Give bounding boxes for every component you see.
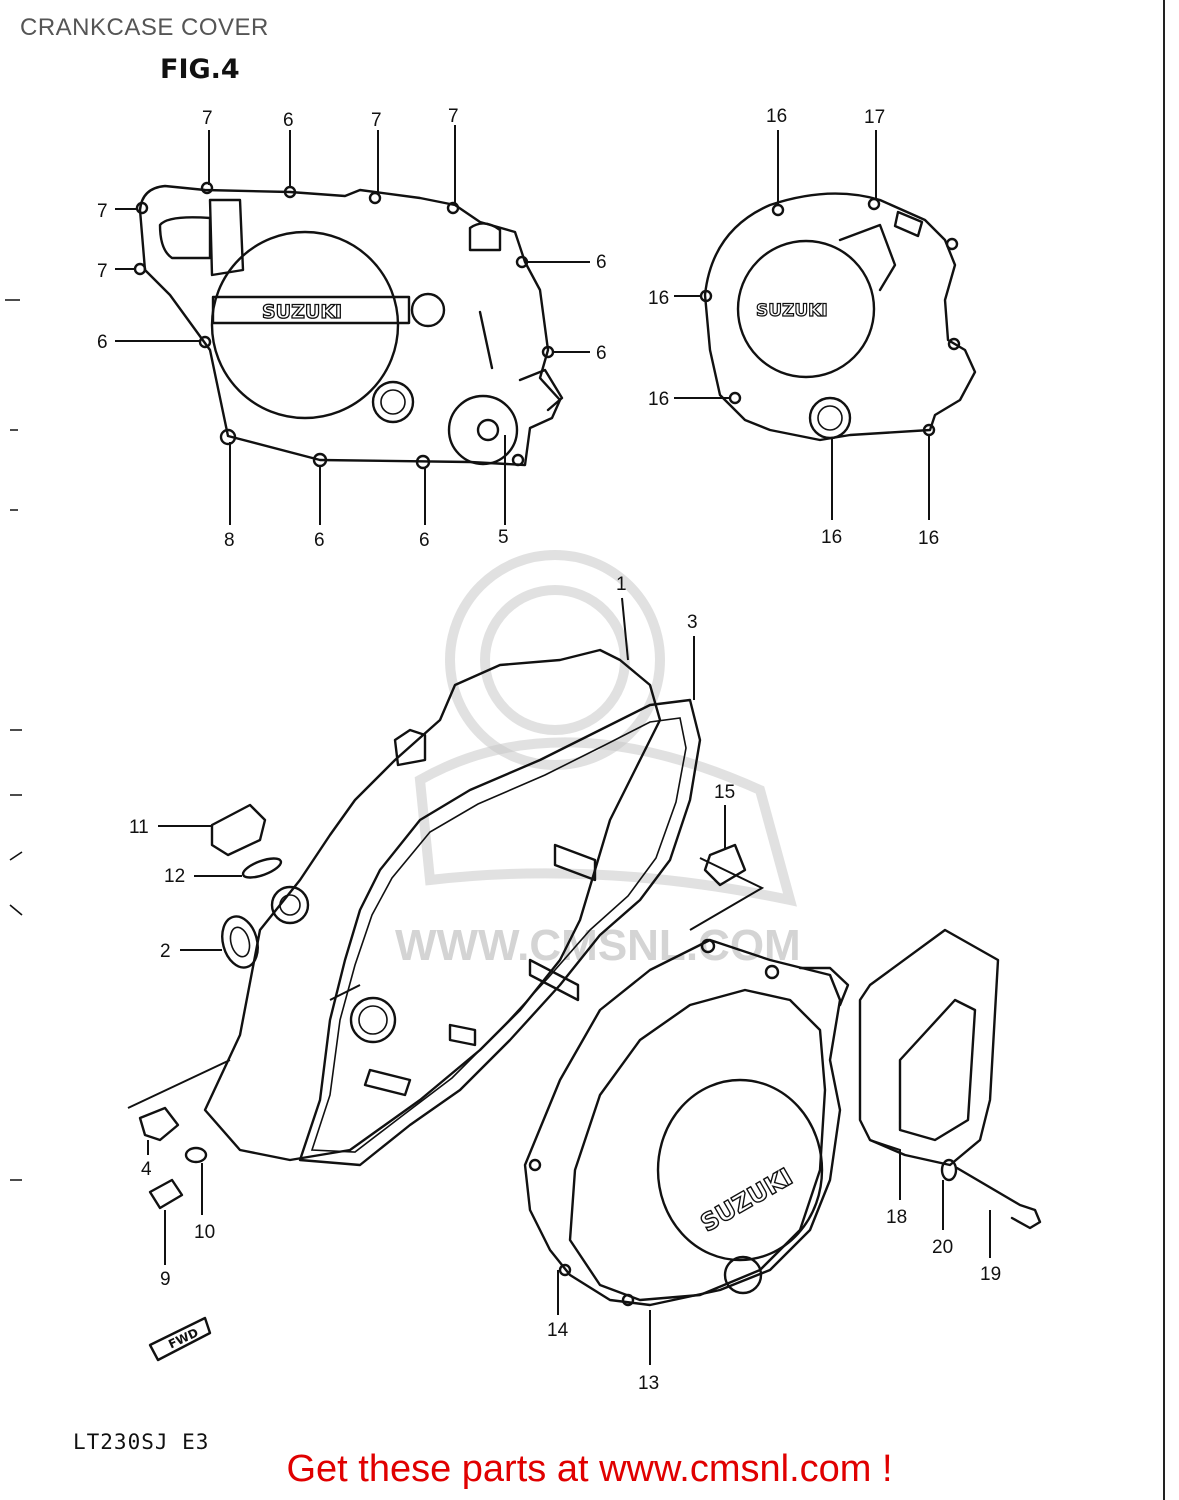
small-parts-drawing: FWD <box>138 803 1042 1362</box>
page-title: CRANKCASE COVER <box>20 14 269 41</box>
callout-16: 16 <box>821 527 842 548</box>
model-code: LT230SJ E3 <box>73 1430 210 1454</box>
callout-6: 6 <box>97 332 108 353</box>
right-crankcase-cover-drawing: SUZUKI <box>523 938 850 1307</box>
callout-16: 16 <box>648 389 669 410</box>
callout-6: 6 <box>596 252 607 273</box>
washer-part <box>184 1146 208 1164</box>
callout-5: 5 <box>498 527 509 548</box>
dowel-pin-part <box>138 1106 180 1142</box>
watermark-logo: WWW.CMSNL.COM <box>395 550 801 970</box>
callout-7: 7 <box>448 106 459 127</box>
callout-18: 18 <box>886 1207 907 1228</box>
callout-16: 16 <box>918 528 939 549</box>
callout-11: 11 <box>129 817 149 838</box>
callout-10: 10 <box>194 1222 215 1243</box>
suzuki-logo-magneto: SUZUKI <box>756 301 828 321</box>
callout-labels: 7 6 7 7 7 7 6 6 6 8 6 6 5 16 17 16 16 16… <box>97 106 1001 1394</box>
callout-19: 19 <box>980 1264 1001 1285</box>
callout-14: 14 <box>547 1320 569 1341</box>
callout-7: 7 <box>371 110 382 131</box>
callout-6: 6 <box>419 530 430 551</box>
callout-7: 7 <box>202 108 213 129</box>
leader-lines <box>115 125 991 1365</box>
page-right-border <box>1163 0 1165 1500</box>
figure-label: FIG.4 <box>160 54 240 85</box>
callout-16: 16 <box>648 288 669 309</box>
oil-seal-part <box>221 915 259 969</box>
callout-1: 1 <box>616 574 627 595</box>
scan-margin-marks <box>5 299 23 1181</box>
suzuki-logo-cover: SUZUKI <box>696 1163 798 1238</box>
dowel-part-15 <box>703 843 747 887</box>
callout-2: 2 <box>160 941 171 962</box>
washer-part-20 <box>940 1158 958 1182</box>
bolt-part-19 <box>955 1166 1042 1230</box>
watermark-text: WWW.CMSNL.COM <box>395 921 801 970</box>
cta-link[interactable]: Get these parts at www.cmsnl.com ! <box>286 1448 893 1490</box>
callout-12: 12 <box>164 866 185 887</box>
callout-4: 4 <box>141 1159 152 1180</box>
cover-plate-drawing <box>858 928 1000 1167</box>
filler-cap-part <box>210 803 267 857</box>
callout-15: 15 <box>714 782 735 803</box>
o-ring-part <box>241 857 283 879</box>
callout-6: 6 <box>596 343 607 364</box>
callout-6: 6 <box>314 530 325 551</box>
fwd-arrow-icon: FWD <box>148 1316 212 1362</box>
callout-16: 16 <box>766 106 787 127</box>
callout-13: 13 <box>638 1373 659 1394</box>
callout-8: 8 <box>224 530 235 551</box>
crankcase-drawing <box>203 648 702 1167</box>
callout-3: 3 <box>687 612 698 633</box>
suzuki-logo-clutch: SUZUKI <box>262 301 342 323</box>
callout-20: 20 <box>932 1237 953 1258</box>
callout-7: 7 <box>97 261 108 282</box>
callout-6: 6 <box>283 110 294 131</box>
callout-17: 17 <box>864 107 885 128</box>
callout-9: 9 <box>160 1269 171 1290</box>
drain-plug-part <box>148 1178 184 1210</box>
clutch-cover-drawing: SUZUKI <box>133 181 564 470</box>
callout-7: 7 <box>97 201 108 222</box>
magneto-cover-drawing: SUZUKI <box>699 192 977 442</box>
